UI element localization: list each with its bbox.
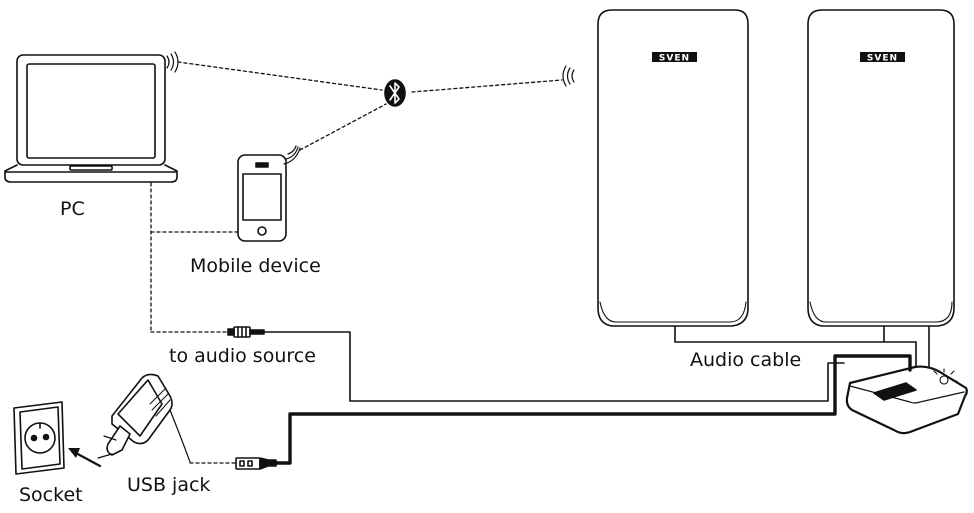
- speaker-logo-left: SVEN: [652, 52, 697, 64]
- svg-text:SVEN: SVEN: [659, 54, 690, 64]
- laptop-icon: [4, 54, 178, 183]
- speaker-logo-right: SVEN: [860, 52, 905, 64]
- speaker-right: [807, 9, 955, 327]
- mobile-device-label: Mobile device: [190, 255, 321, 277]
- bluetooth-links: [177, 61, 563, 151]
- socket-label: Socket: [19, 484, 83, 506]
- audio-jack-icon: [227, 326, 265, 338]
- svg-text:SVEN: SVEN: [867, 54, 898, 64]
- audio-source-label: to audio source: [169, 345, 316, 367]
- pc-label: PC: [60, 198, 85, 220]
- wall-socket-icon: [13, 401, 65, 475]
- speaker-left: [597, 9, 749, 327]
- usb-plug-icon: [235, 457, 277, 470]
- audio-source-cable: [263, 331, 845, 402]
- smartphone-icon: [237, 154, 287, 242]
- audio-cable-label: Audio cable: [690, 349, 802, 371]
- insert-arrow-icon: [68, 448, 102, 468]
- wired-source-links: [150, 182, 239, 464]
- usb-jack-label: USB jack: [127, 474, 211, 496]
- power-adapter-icon: [97, 373, 191, 463]
- speaker-audio-cable: [674, 325, 930, 371]
- light-indicator-icon: [933, 368, 958, 385]
- receiver-icon: [845, 365, 968, 435]
- bluetooth-icon: [384, 79, 406, 107]
- power-usb-cable: [274, 354, 912, 465]
